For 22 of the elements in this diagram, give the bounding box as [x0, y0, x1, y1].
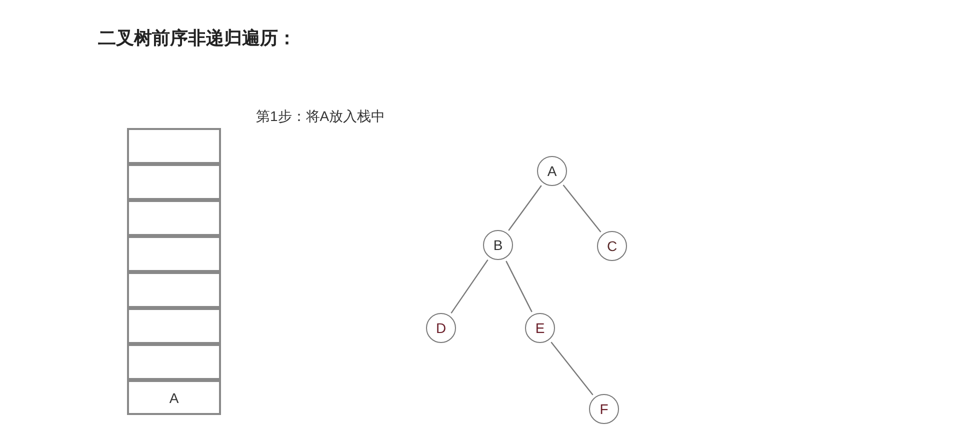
stack-cell — [127, 236, 221, 272]
stack-cell — [127, 344, 221, 380]
node-label: C — [606, 239, 618, 253]
node-label: B — [493, 238, 503, 252]
title: 二叉树前序非递归遍历： — [98, 27, 296, 50]
stack-cell — [127, 272, 221, 308]
stack-cell — [127, 164, 221, 200]
tree-edge — [550, 342, 594, 396]
node-label: F — [600, 402, 608, 416]
stack-cell — [127, 200, 221, 236]
step-caption: 第1步：将A放入栈中 — [256, 107, 386, 126]
stack-cell — [127, 308, 221, 344]
tree-edge — [450, 260, 488, 314]
stack-cell — [127, 128, 221, 164]
tree-edge — [562, 184, 602, 232]
node-label: E — [535, 321, 545, 335]
node-label: A — [547, 164, 557, 178]
tree-edge — [508, 185, 542, 231]
tree-edge — [506, 260, 532, 312]
node-label: D — [436, 321, 446, 335]
stack-cell — [127, 380, 221, 415]
node-label: A — [169, 390, 179, 404]
